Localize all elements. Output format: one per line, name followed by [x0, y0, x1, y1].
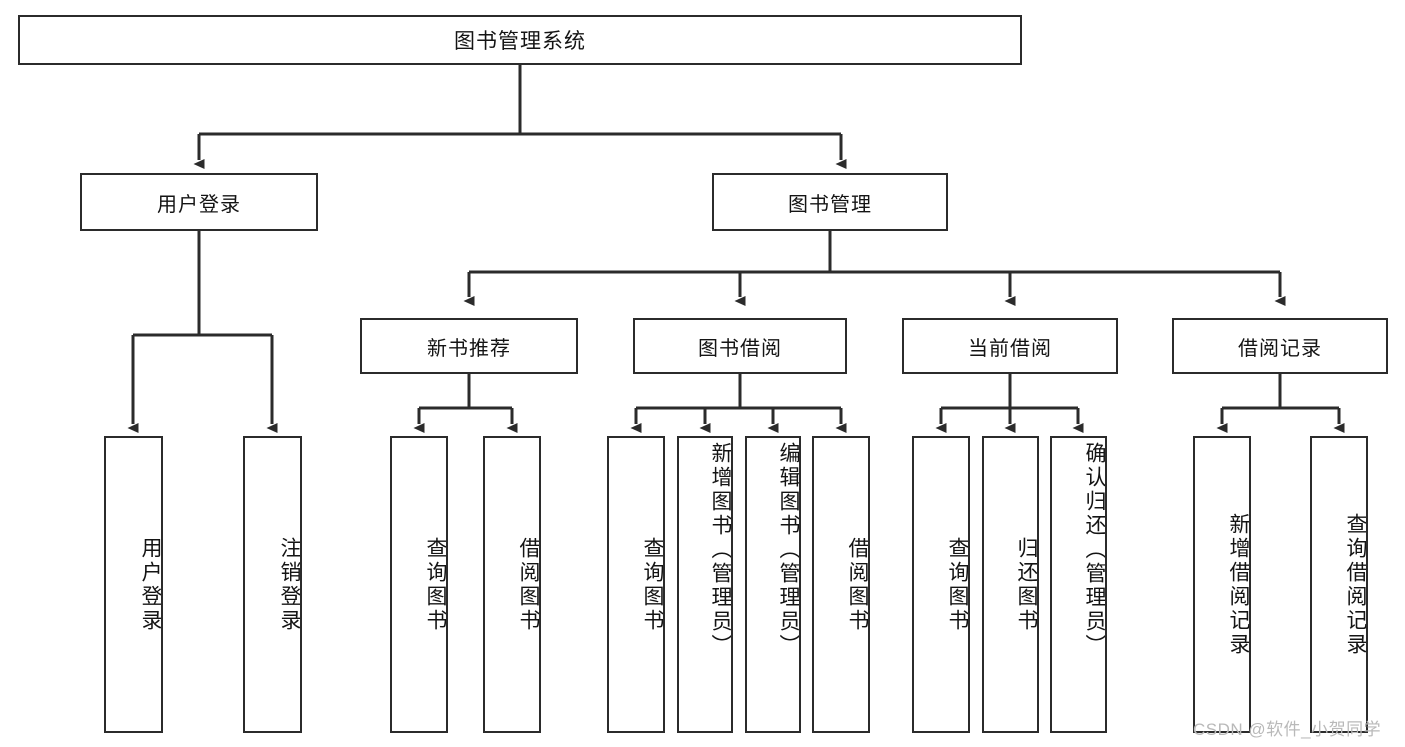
leaf-borrow-record-add[interactable]: 新增借阅记录	[1193, 436, 1251, 733]
leaf-book-borrow-query-label: 查询图书	[641, 536, 664, 633]
leaf-new-book-borrow-label: 借阅图书	[517, 536, 540, 633]
node-book-management[interactable]: 图书管理	[712, 173, 948, 231]
leaf-borrow-record-query-label: 查询借阅记录	[1344, 512, 1367, 657]
node-book-borrow[interactable]: 图书借阅	[633, 318, 847, 374]
leaf-book-borrow-edit-label: 编辑图书（管理员）	[777, 442, 800, 658]
leaf-book-borrow-add-label: 新增图书（管理员）	[709, 442, 732, 658]
leaf-user-login-logout-label: 注销登录	[278, 536, 301, 633]
leaf-current-borrow-confirm-return[interactable]: 确认归还（管理员）	[1050, 436, 1107, 733]
node-book-management-label: 图书管理	[788, 193, 872, 216]
leaf-current-borrow-return-label: 归还图书	[1015, 536, 1038, 633]
leaf-book-borrow-borrow[interactable]: 借阅图书	[812, 436, 870, 733]
leaf-user-login-login[interactable]: 用户登录	[104, 436, 163, 733]
node-new-book-recommend-label: 新书推荐	[427, 337, 511, 360]
node-borrow-record[interactable]: 借阅记录	[1172, 318, 1388, 374]
node-user-login-label: 用户登录	[157, 193, 241, 216]
leaf-book-borrow-query[interactable]: 查询图书	[607, 436, 665, 733]
watermark-text: CSDN @软件_小贺同学	[1193, 720, 1382, 739]
leaf-borrow-record-query[interactable]: 查询借阅记录	[1310, 436, 1368, 733]
leaf-new-book-query-label: 查询图书	[424, 536, 447, 633]
leaf-book-borrow-add[interactable]: 新增图书（管理员）	[677, 436, 733, 733]
leaf-book-borrow-edit[interactable]: 编辑图书（管理员）	[745, 436, 801, 733]
node-current-borrow-label: 当前借阅	[968, 337, 1052, 360]
node-root-system[interactable]: 图书管理系统	[18, 15, 1022, 65]
node-user-login[interactable]: 用户登录	[80, 173, 318, 231]
leaf-book-borrow-borrow-label: 借阅图书	[846, 536, 869, 633]
leaf-new-book-borrow[interactable]: 借阅图书	[483, 436, 541, 733]
leaf-user-login-login-label: 用户登录	[139, 536, 162, 633]
node-root-system-label: 图书管理系统	[454, 30, 586, 53]
node-borrow-record-label: 借阅记录	[1238, 337, 1322, 360]
leaf-current-borrow-query-label: 查询图书	[946, 536, 969, 633]
node-current-borrow[interactable]: 当前借阅	[902, 318, 1118, 374]
leaf-current-borrow-confirm-return-label: 确认归还（管理员）	[1083, 442, 1106, 658]
leaf-user-login-logout[interactable]: 注销登录	[243, 436, 302, 733]
leaf-current-borrow-return[interactable]: 归还图书	[982, 436, 1039, 733]
leaf-new-book-query[interactable]: 查询图书	[390, 436, 448, 733]
leaf-current-borrow-query[interactable]: 查询图书	[912, 436, 970, 733]
node-book-borrow-label: 图书借阅	[698, 337, 782, 360]
node-new-book-recommend[interactable]: 新书推荐	[360, 318, 578, 374]
leaf-borrow-record-add-label: 新增借阅记录	[1227, 512, 1250, 657]
